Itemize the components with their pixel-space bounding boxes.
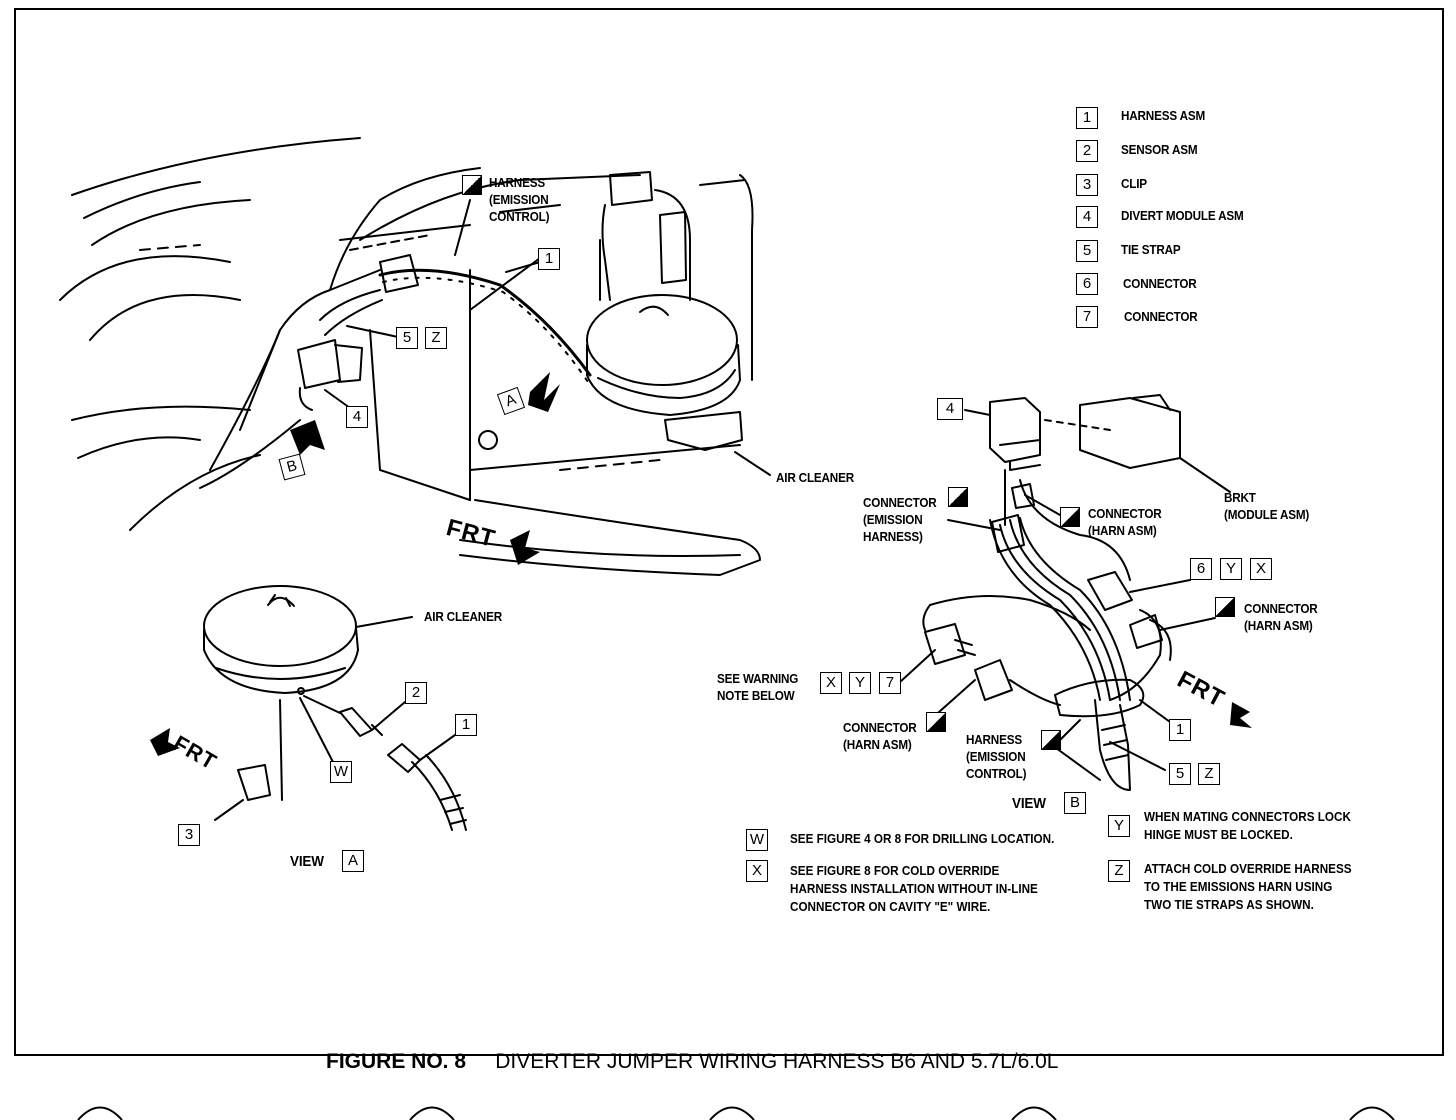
connector-harn-asm-top-label: CONNECTOR (HARN ASM): [1088, 506, 1162, 538]
callout-1-view-b: 1: [1169, 719, 1191, 741]
arrow-frt-main: [510, 530, 540, 565]
legend-num-1: 1: [1076, 107, 1098, 129]
arrow-frt-view-b: [1230, 702, 1252, 728]
connector-harn-asm-right-label: CONNECTOR (HARN ASM): [1244, 601, 1318, 633]
connector-harn-right-marker: [1215, 597, 1235, 617]
legend-label-1: HARNESS ASM: [1121, 108, 1206, 123]
figure-title: DIVERTER JUMPER WIRING HARNESS B6 AND 5.…: [495, 1050, 1059, 1073]
legend-num-2: 2: [1076, 140, 1098, 162]
legend-label-4: DIVERT MODULE ASM: [1121, 208, 1244, 223]
callout-5-main: 5: [396, 327, 418, 349]
callout-7-warning: 7: [879, 672, 901, 694]
air-cleaner-label-view-a: AIR CLEANER: [424, 609, 502, 624]
callout-5-view-b: 5: [1169, 763, 1191, 785]
legend-label-3: CLIP: [1121, 176, 1147, 191]
callout-w-view-a: W: [330, 761, 352, 783]
callout-6-view-b: 6: [1190, 558, 1212, 580]
harness-emission-control-label: HARNESS (EMISSION CONTROL): [966, 732, 1027, 781]
callout-2-view-a: 2: [405, 682, 427, 704]
callout-x-view-b: X: [1250, 558, 1272, 580]
figure-number: FIGURE NO. 8: [326, 1050, 467, 1073]
arrow-b-main: [290, 420, 325, 455]
note-text-x: SEE FIGURE 8 FOR COLD OVERRIDE HARNESS I…: [790, 863, 1038, 914]
callout-1-view-a: 1: [455, 714, 477, 736]
note-text-y: WHEN MATING CONNECTORS LOCK HINGE MUST B…: [1144, 809, 1351, 842]
legend-label-5: TIE STRAP: [1121, 242, 1181, 257]
callout-y-warning: Y: [849, 672, 871, 694]
note-key-w: W: [746, 829, 768, 851]
legend-label-7: CONNECTOR: [1124, 309, 1198, 324]
note-key-y: Y: [1108, 815, 1130, 837]
harness-emission-label: HARNESS (EMISSION CONTROL): [489, 175, 550, 224]
legend-num-5: 5: [1076, 240, 1098, 262]
legend-label-2: SENSOR ASM: [1121, 142, 1198, 157]
legend-num-3: 3: [1076, 174, 1098, 196]
connector-emission-marker: [948, 487, 968, 507]
connector-emission-harness-label: CONNECTOR (EMISSION HARNESS): [863, 495, 937, 544]
legend-label-6: CONNECTOR: [1123, 276, 1197, 291]
harness-emission-control-marker: [1041, 730, 1061, 750]
legend-num-4: 4: [1076, 206, 1098, 228]
arrow-a-main: [528, 372, 560, 412]
callout-z-view-b: Z: [1198, 763, 1220, 785]
callout-y-view-b: Y: [1220, 558, 1242, 580]
callout-1-main: 1: [538, 248, 560, 270]
brkt-label: BRKT (MODULE ASM): [1224, 490, 1310, 522]
harness-emission-marker: [462, 175, 482, 195]
connector-harn-asm-bottom-label: CONNECTOR (HARN ASM): [843, 720, 917, 752]
binder-holes: [77, 1106, 1395, 1120]
callout-x-warning: X: [820, 672, 842, 694]
view-a-letter: A: [342, 850, 364, 872]
view-a-word: VIEW: [290, 853, 324, 870]
note-key-x: X: [746, 860, 768, 882]
callout-3-view-a: 3: [178, 824, 200, 846]
view-b-drawing: [899, 394, 1231, 791]
air-cleaner-label-main: AIR CLEANER: [776, 470, 854, 485]
callout-4-view-b: 4: [937, 398, 963, 420]
callout-z-main: Z: [425, 327, 447, 349]
legend-num-7: 7: [1076, 306, 1098, 328]
note-text-w: SEE FIGURE 4 OR 8 FOR DRILLING LOCATION.: [790, 831, 1055, 846]
legend-num-6: 6: [1076, 273, 1098, 295]
see-warning-label: SEE WARNING NOTE BELOW: [717, 671, 799, 703]
note-text-z: ATTACH COLD OVERRIDE HARNESS TO THE EMIS…: [1144, 861, 1352, 912]
view-b-letter: B: [1064, 792, 1086, 814]
arrow-frt-view-a: [150, 728, 180, 756]
callout-4-main: 4: [346, 406, 368, 428]
view-a-drawing: [203, 585, 467, 831]
connector-harn-bottom-marker: [926, 712, 946, 732]
figure-caption: FIGURE NO. 8 DIVERTER JUMPER WIRING HARN…: [326, 1050, 1059, 1074]
figure-frame: [14, 8, 1444, 1056]
engine-bay-drawing: [59, 137, 771, 576]
view-b-word: VIEW: [1012, 795, 1046, 812]
connector-harn-top-marker: [1060, 507, 1080, 527]
note-key-z: Z: [1108, 860, 1130, 882]
